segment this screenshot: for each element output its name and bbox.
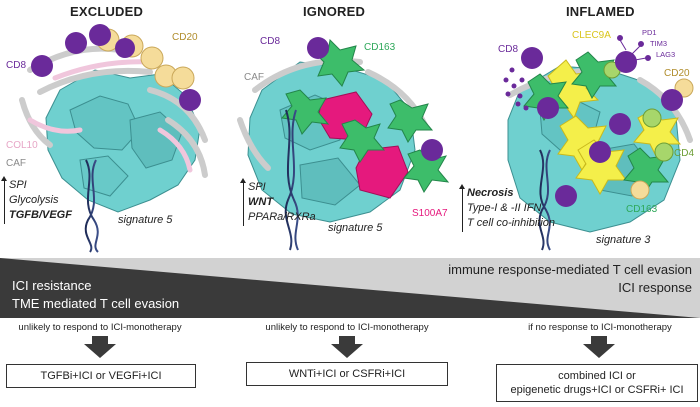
cd163-cells [281,38,450,193]
label-tim3: TIM3 [650,39,668,48]
checkpoint-receptors [617,35,651,61]
down-arrow-inflamed [583,336,615,358]
therapy-box-ignored: WNTi+ICI or CSFRi+ICI [246,362,448,386]
label-col10: COL10 [6,140,38,151]
signature-item: T cell co-inhibition [467,217,556,229]
cd8-cells [31,24,201,111]
down-arrow-excluded [84,336,116,358]
response-note-inflamed: if no response to ICI-monotherapy [528,322,672,333]
signature-list-inflamed: Necrosis Type-I & -II IFN T cell co-inhi… [467,186,555,231]
label-cd163: CD163 [626,204,658,215]
bar-left-line1: ICI resistance [12,278,92,293]
dna-helix [538,149,551,251]
signature-item: Type-I & -II IFN [467,202,542,214]
cd8-cells [521,47,683,207]
signature-name-excluded: signature 5 [118,214,173,226]
signature-item: SPI [9,179,27,191]
therapy-text: epigenetic drugs+ICI or CSFRi+ ICI [510,384,684,396]
down-arrow-ignored [331,336,363,358]
label-clec9a: CLEC9A [572,30,611,41]
signature-list-excluded: SPI Glycolysis TGFB/VEGF [9,178,72,223]
up-arrow-icon [1,176,7,224]
signature-list-ignored: SPI WNT PPARa/RXRa [248,180,316,225]
label-cd20: CD20 [172,32,198,43]
label-cd4: CD4 [674,148,695,159]
response-note-excluded: unlikely to respond to ICI-monotherapy [18,322,182,333]
cd8-cells [307,37,443,161]
cd4-cells [603,61,674,162]
therapy-text: WNTi+ICI or CSFRi+ICI [288,368,406,380]
bar-left-line2: TME mediated T cell evasion [12,296,180,311]
therapy-box-excluded: TGFBi+ICI or VEGFi+ICI [6,364,196,388]
label-cd8: CD8 [6,60,27,71]
label-pd1: PD1 [642,28,657,37]
gradient-bar [0,258,700,318]
label-cd8: CD8 [498,44,519,55]
bar-right-line1: immune response-mediated T cell evasion [448,262,692,277]
label-s100a7: S100A7 [412,208,448,219]
therapy-text: combined ICI or [558,370,636,382]
inflamed-panel [503,35,694,251]
dna-helix [84,159,99,253]
cd20-cells [630,78,694,200]
up-arrow-icon [459,184,465,232]
signature-item: Glycolysis [9,194,59,206]
excluded-panel [19,24,208,253]
cd163-cells [523,51,670,195]
tumor-mass [45,69,201,213]
signature-item: WNT [248,196,274,208]
label-caf: CAF [6,158,26,169]
signature-item: SPI [248,181,266,193]
bar-right-line2: ICI response [618,280,692,295]
up-arrow-icon [240,178,246,226]
signature-name-inflamed: signature 3 [596,234,651,246]
label-cd8: CD8 [260,36,281,47]
therapy-text: TGFBi+ICI or VEGFi+ICI [40,370,162,382]
label-cd163: CD163 [364,42,396,53]
title-excluded: EXCLUDED [70,4,144,19]
signature-item: TGFB/VEGF [9,209,72,221]
signature-name-ignored: signature 5 [328,222,383,234]
signature-item: Necrosis [467,187,514,199]
response-note-ignored: unlikely to respond to ICI-monotherapy [265,322,429,333]
ifn-particles [503,67,529,111]
title-ignored: IGNORED [303,4,366,19]
signature-item: PPARa/RXRa [248,211,316,223]
dna-helix [284,109,299,251]
label-lag3: LAG3 [656,50,676,59]
label-caf: CAF [244,72,264,83]
col10-fibers [27,59,193,173]
therapy-box-inflamed: combined ICI or epigenetic drugs+ICI or … [496,364,698,402]
ignored-panel [237,37,450,251]
title-inflamed: INFLAMED [566,4,635,19]
label-cd20: CD20 [664,68,690,79]
